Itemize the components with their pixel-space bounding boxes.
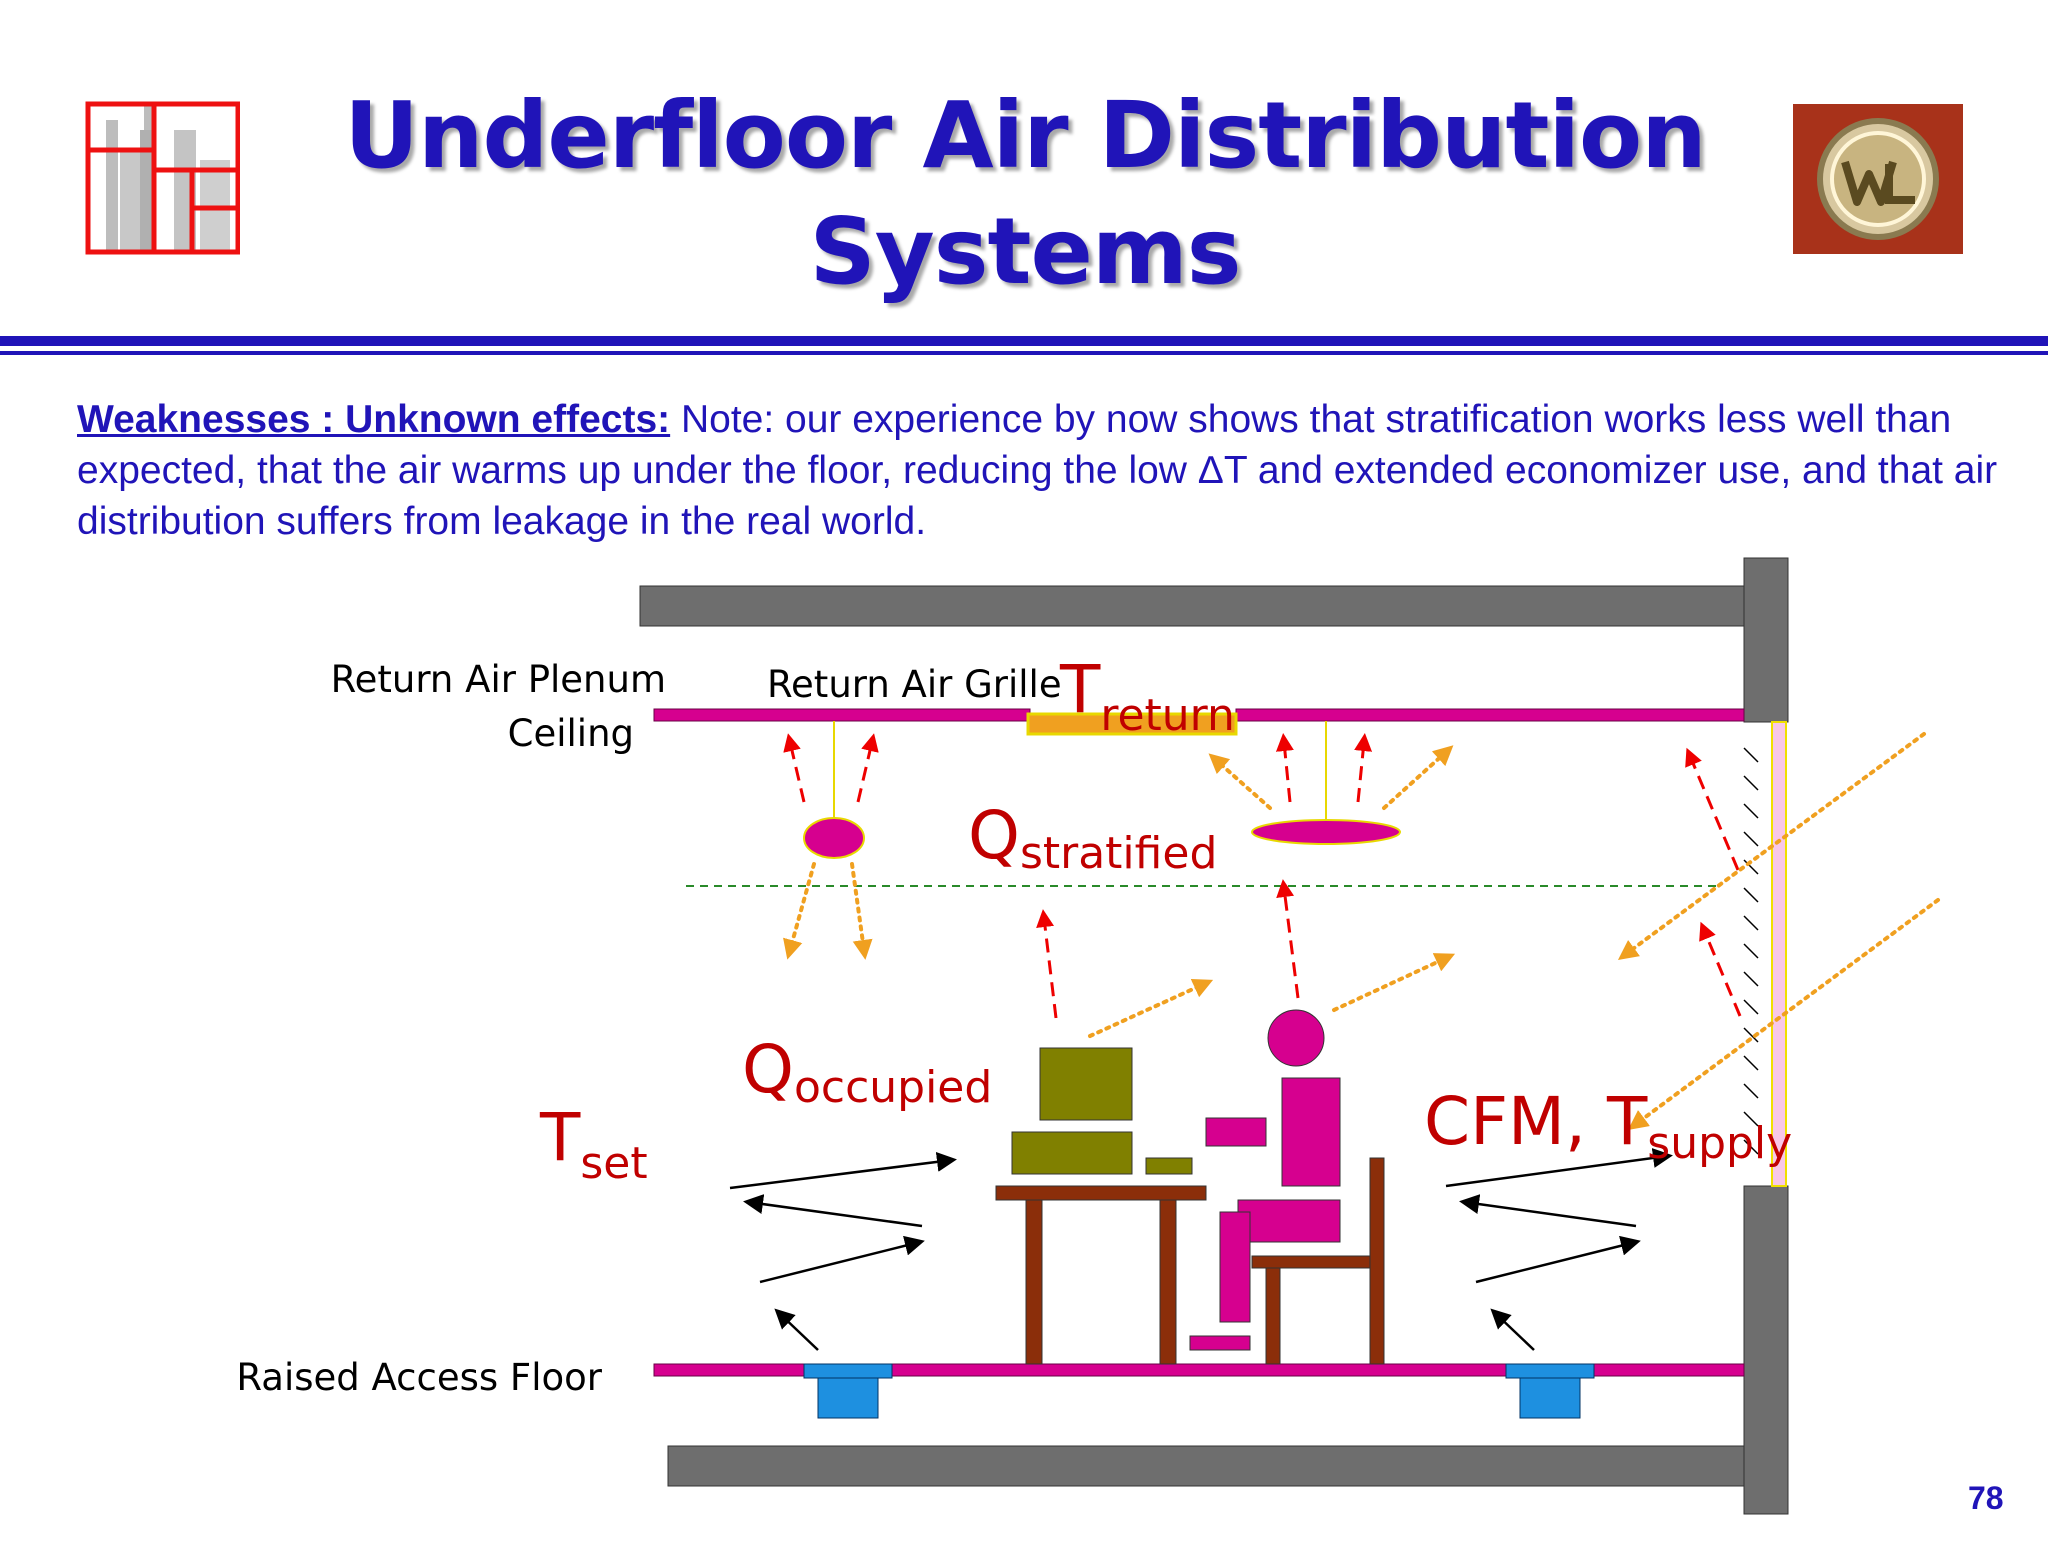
title-rule-thin xyxy=(0,351,2048,355)
person-torso xyxy=(1281,1077,1341,1187)
computer-base xyxy=(1011,1131,1133,1175)
radiant-heat-arrows xyxy=(783,732,1940,1130)
slide-title: Underfloor Air Distribution Systems xyxy=(300,78,1750,310)
label-q-stratified: Qstratified xyxy=(968,797,1217,879)
label-raised-access-floor: Raised Access Floor xyxy=(236,1356,602,1399)
label-t-set: Tset xyxy=(539,1099,648,1189)
label-return-air-plenum: Return Air Plenum xyxy=(331,658,666,701)
computer-monitor xyxy=(1039,1047,1133,1121)
label-ceiling: Ceiling xyxy=(508,712,634,755)
window-glass xyxy=(1771,721,1787,1187)
chair-back xyxy=(1369,1157,1385,1365)
weaknesses-heading: Weaknesses : Unknown effects: xyxy=(77,398,671,441)
person-shin xyxy=(1219,1211,1251,1323)
floor-slab xyxy=(667,1445,1745,1487)
person-foot xyxy=(1189,1335,1251,1351)
title-rule-thick xyxy=(0,336,2048,346)
person-head xyxy=(1267,1009,1325,1067)
floor-diffuser-left-top xyxy=(803,1363,893,1379)
convective-arrows xyxy=(783,733,1742,1019)
label-return-air-grille: Return Air Grille xyxy=(767,663,1062,706)
floor-diffuser-right xyxy=(1519,1377,1581,1419)
wall-lower xyxy=(1743,1185,1789,1515)
roof-slab xyxy=(639,585,1745,627)
chair-seat xyxy=(1251,1255,1371,1269)
label-q-occupied: Qoccupied xyxy=(742,1031,992,1113)
person-thigh xyxy=(1237,1199,1341,1243)
desk-top xyxy=(995,1185,1207,1201)
ceiling-right xyxy=(1235,708,1745,722)
raised-access-floor xyxy=(653,1363,1745,1377)
label-cfm-t-supply: CFM, Tsupply xyxy=(1424,1083,1792,1169)
light-fixture-left xyxy=(803,817,865,859)
floor-diffuser-left xyxy=(817,1377,879,1419)
title-line-2: Systems xyxy=(809,198,1242,305)
desk-leg-right xyxy=(1159,1199,1177,1365)
keyboard xyxy=(1145,1157,1193,1175)
ceiling-left xyxy=(653,708,1031,722)
weaknesses-paragraph: Weaknesses : Unknown effects: Note: our … xyxy=(77,394,2007,547)
chair-leg xyxy=(1265,1267,1281,1365)
window-shading xyxy=(1743,747,1759,1155)
supply-air-arrows xyxy=(729,1148,1673,1351)
label-t-return: Treturn xyxy=(1059,651,1235,741)
floor-diffuser-right-top xyxy=(1505,1363,1595,1379)
institution-logo-left xyxy=(85,101,240,255)
institution-logo-right xyxy=(1793,104,1963,254)
person-arm xyxy=(1205,1117,1267,1147)
title-line-1: Underfloor Air Distribution xyxy=(344,82,1706,189)
weaknesses-note: Note: our experience by now shows that s… xyxy=(77,398,1998,543)
page-number: 78 xyxy=(1968,1480,2004,1516)
wall-upper xyxy=(1743,557,1789,723)
desk-leg-left xyxy=(1025,1199,1043,1365)
light-fixture-right xyxy=(1251,819,1401,845)
return-air-grille xyxy=(1026,712,1238,736)
